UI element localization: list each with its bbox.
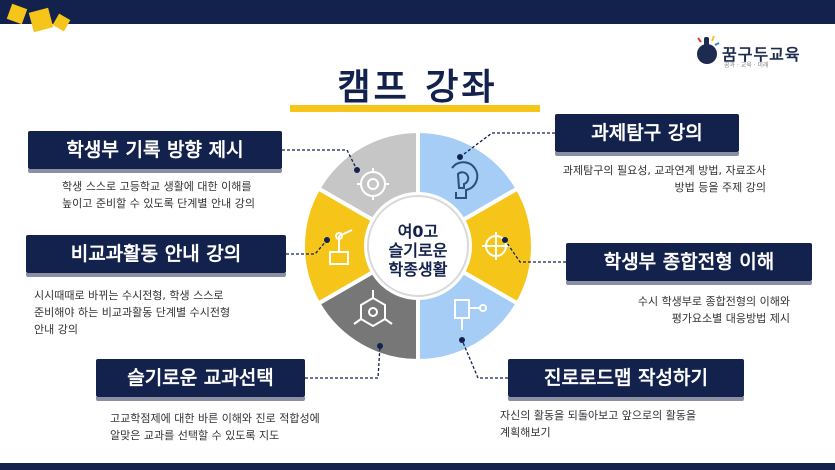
label-roadmap: 진로로드맵 작성하기 <box>508 359 744 401</box>
center-line-1: 여0고 <box>397 222 439 241</box>
logo-text: 꿈구두교육 <box>722 45 801 64</box>
hand-logo-icon <box>697 35 720 64</box>
connector-record <box>282 149 358 171</box>
connectors <box>282 132 566 379</box>
desc-roadmap-line-2: 계획해보기 <box>500 426 551 439</box>
label-research: 과제탐구 강의 <box>555 114 739 156</box>
label-record: 학생부 기록 방향 제시 <box>28 131 282 173</box>
label-subject: 슬기로운 교과선택 <box>96 359 305 401</box>
center-circle <box>367 195 469 297</box>
desc-subject-line-2: 알맞은 교과를 선택할 수 있도록 지도 <box>110 429 280 442</box>
desc-subject: 고교학점제에 대한 바른 이해와 진로 적합성에 알맞은 교과를 선택할 수 있… <box>110 410 320 444</box>
desc-extra-line-1: 시시때때로 바뀌는 수시전형, 학생 스스로 <box>34 289 224 302</box>
desc-roadmap-line-1: 자신의 활동을 되돌아보고 앞으로의 활동을 <box>500 409 697 422</box>
brand-logo: 꿈구두교육 꿈과 · 교육 · 미래 <box>692 32 827 72</box>
center-line-3: 학종생활 <box>388 260 448 279</box>
desc-comprehensive-line-2: 평가요소별 대응방법 제시 <box>671 312 790 325</box>
desc-record-line-1: 학생 스스로 고등학교 생활에 대한 이해를 <box>62 180 252 193</box>
desc-roadmap: 자신의 활동을 되돌아보고 앞으로의 활동을 계획해보기 <box>500 407 696 441</box>
desc-comprehensive: 수시 학생부로 종합전형의 이해와 평가요소별 대응방법 제시 <box>574 293 790 327</box>
desc-record: 학생 스스로 고등학교 생활에 대한 이해를 높이고 준비할 수 있도록 단계별… <box>62 178 255 212</box>
desc-record-line-2: 높이고 준비할 수 있도록 단계별 안내 강의 <box>62 197 256 210</box>
label-comprehensive: 학생부 종합전형 이해 <box>566 243 812 285</box>
microscope-icon <box>482 232 510 260</box>
robot-arm-icon <box>329 229 353 265</box>
desc-comprehensive-line-1: 수시 학생부로 종합전형의 이해와 <box>637 295 790 308</box>
desc-research-line-2: 방법 등을 주제 강의 <box>674 181 766 194</box>
connector-dots <box>324 154 508 349</box>
connector-extra <box>286 239 328 255</box>
bottom-bar <box>0 463 835 470</box>
lightbulb-head-icon <box>451 161 479 199</box>
connector-roadmap <box>461 339 508 379</box>
segment-extra <box>300 185 376 307</box>
circuit-icon <box>454 299 487 330</box>
desc-extra-line-2: 준비해야 하는 비교과활동 단계별 수시전형 <box>34 306 231 319</box>
connector-comprehensive <box>504 239 566 263</box>
desc-research-line-1: 과제탐구의 필요성, 교과연계 방법, 자료조사 <box>562 164 766 177</box>
center-line-2: 슬기로운 <box>388 241 448 260</box>
molecule-icon <box>353 290 393 328</box>
top-bar <box>0 0 835 24</box>
desc-subject-line-1: 고교학점제에 대한 바른 이해와 진로 적합성에 <box>110 412 320 425</box>
logo-tagline: 꿈과 · 교육 · 미래 <box>724 62 769 69</box>
label-extra: 비교과활동 안내 강의 <box>26 235 286 277</box>
connector-subject <box>305 345 381 379</box>
desc-extra: 시시때때로 바뀌는 수시전형, 학생 스스로 준비해야 하는 비교과활동 단계별… <box>34 287 230 338</box>
gear-icon <box>357 168 389 200</box>
desc-extra-line-3: 안내 강의 <box>34 323 78 336</box>
page-title: 캠프 강좌 <box>337 67 498 108</box>
connector-research <box>459 132 555 158</box>
desc-research: 과제탐구의 필요성, 교과연계 방법, 자료조사 방법 등을 주제 강의 <box>516 162 766 196</box>
center-label: 여0고 슬기로운 학종생활 <box>370 222 466 279</box>
title-underline <box>290 105 540 112</box>
